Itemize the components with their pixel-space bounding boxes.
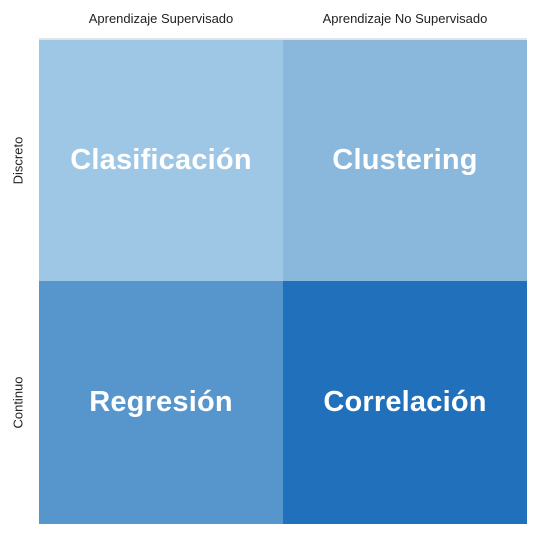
row-header-continuous-label: Continuo [10,376,26,429]
cell-correlation: Correlación [283,281,527,524]
cell-correlation-label: Correlación [323,386,487,418]
cell-regression: Regresión [39,281,283,524]
column-header-unsupervised: Aprendizaje No Supervisado [322,11,488,26]
cell-clustering: Clustering [283,40,527,281]
row-header-continuous: Continuo [0,281,36,524]
cell-regression-label: Regresión [89,386,233,418]
top-border-line [39,38,527,40]
cell-clustering-label: Clustering [332,144,478,176]
quadrant-grid: Clasificación Clustering Regresión Corre… [39,40,527,524]
cell-classification: Clasificación [39,40,283,281]
row-header-discrete-label: Discreto [10,136,26,185]
column-header-supervised: Aprendizaje Supervisado [88,11,234,26]
row-header-discrete: Discreto [0,40,36,281]
cell-classification-label: Clasificación [70,144,252,176]
